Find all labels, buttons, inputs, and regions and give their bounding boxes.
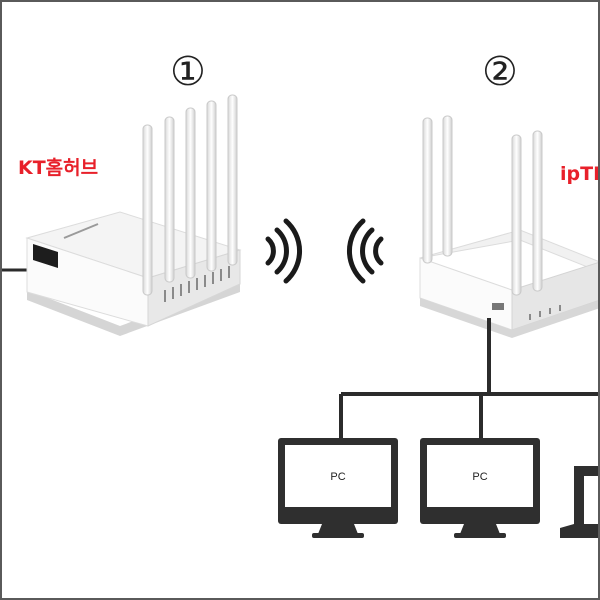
router-1-antennas bbox=[142, 94, 238, 296]
pc-1-label: PC bbox=[330, 471, 345, 483]
step-marker-1: ① bbox=[170, 49, 206, 95]
kt-home-hub-label: KT홈허브 bbox=[18, 157, 99, 179]
kt-home-hub-router bbox=[25, 94, 242, 336]
wifi-signal-icon bbox=[347, 218, 384, 284]
vent-slots bbox=[164, 266, 230, 302]
laptop-icon bbox=[560, 466, 600, 538]
wifi-signal-icon bbox=[265, 218, 302, 284]
pc-monitor-1: PC bbox=[278, 438, 398, 538]
pc-2-label: PC bbox=[472, 471, 487, 483]
router-2-antennas bbox=[422, 115, 543, 296]
pc-monitor-2: PC bbox=[420, 438, 540, 538]
step-marker-2: ② bbox=[482, 49, 518, 95]
lan-wiring bbox=[339, 318, 600, 440]
second-router bbox=[419, 115, 600, 338]
iptv-router-label: ipTI bbox=[560, 163, 600, 185]
